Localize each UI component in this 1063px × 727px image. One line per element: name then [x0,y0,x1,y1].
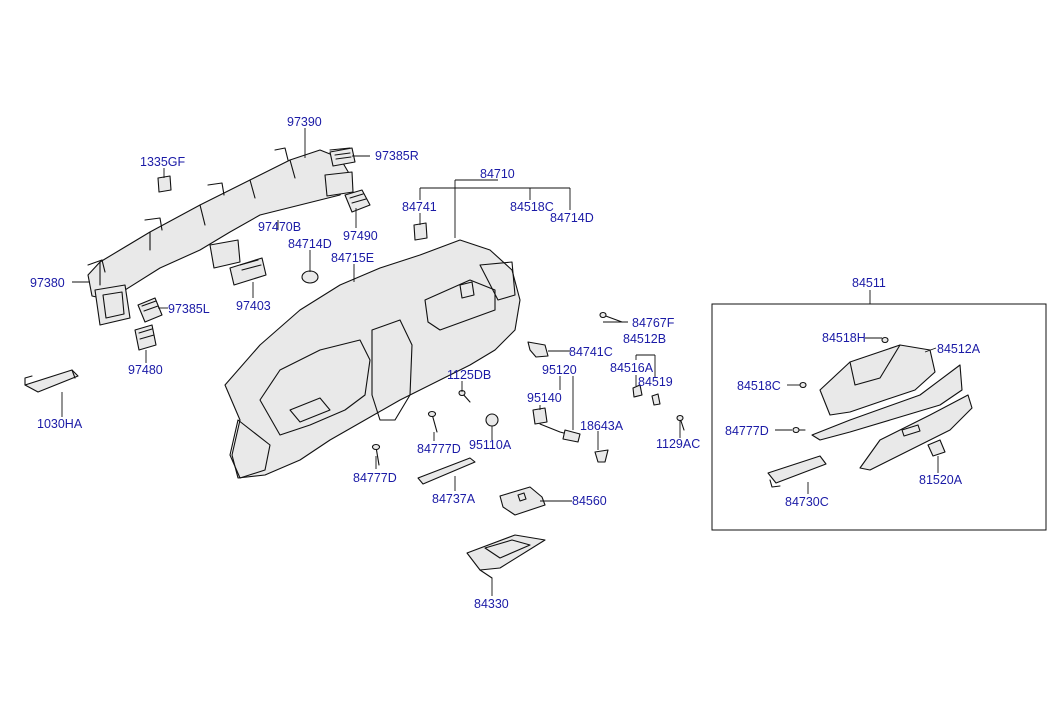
screw-84518h-drawing [881,336,889,344]
vent-97385l-drawing [137,297,163,323]
grommet-84714d-drawing [301,270,319,284]
bulb-18643a-drawing [594,449,609,463]
label-84516a: 84516A [610,361,654,375]
label-97403: 97403 [236,299,271,313]
label-97385r: 97385R [375,149,419,163]
label-84777d-left: 84777D [353,471,397,485]
bracket-84737a-drawing [417,457,476,485]
label-84518c-box: 84518C [737,379,781,393]
label-84777d-center: 84777D [417,442,461,456]
label-84519: 84519 [638,375,673,389]
label-97470b: 97470B [258,220,301,234]
label-84710: 84710 [480,167,515,181]
label-81520a: 81520A [919,473,963,487]
label-97385l: 97385L [168,302,210,316]
instrument-panel-drawing [224,239,521,479]
bracket-84741c-drawing [527,341,549,358]
glove-box-cover-drawing [859,394,973,471]
label-84511: 84511 [852,276,886,290]
label-84741: 84741 [402,200,437,214]
label-84518h: 84518H [822,331,866,345]
bolt-84777d-center-drawing [427,410,438,433]
part-labels: 97390 1335GF 97385R 84710 84741 84518C 8… [30,115,981,611]
parts-84516a-84519-drawing [632,384,661,406]
bracket-84730c-drawing [767,455,827,488]
clip-84741-drawing [413,222,428,241]
label-84715e: 84715E [331,251,374,265]
label-84730c: 84730C [785,495,829,509]
pad-81520a-drawing [927,439,946,457]
label-84741c: 84741C [569,345,613,359]
glove-box-drawing [811,344,963,441]
vent-97385r-drawing [329,147,356,167]
screw-1129ac-drawing [676,414,685,431]
label-18643a: 18643A [580,419,624,433]
label-84767f: 84767F [632,316,675,330]
label-95140: 95140 [527,391,562,405]
label-95110a: 95110A [469,438,512,452]
label-97480: 97480 [128,363,163,377]
harness-95120-drawing [532,407,581,443]
part-95110a-drawing [485,413,499,427]
vent-97490-drawing [344,189,371,213]
label-97380: 97380 [30,276,65,290]
label-84512a: 84512A [937,342,981,356]
label-1129ac: 1129AC [656,437,700,451]
label-84518c-top: 84518C [510,200,554,214]
bolt-84777d-left-drawing [371,443,381,466]
label-84512b: 84512B [623,332,666,346]
label-84777d-box: 84777D [725,424,769,438]
label-1335gf: 1335GF [140,155,186,169]
tray-84330-drawing [466,534,546,579]
bracket-84560-drawing [499,486,546,516]
label-1125db: 1125DB [447,368,491,382]
screw-84767f-drawing [599,311,623,323]
screw-84518c-box-drawing [799,381,807,389]
label-84560: 84560 [572,494,607,508]
label-95120: 95120 [542,363,577,377]
vent-97403-drawing [229,257,267,286]
bolt-1125db-drawing [458,389,471,403]
label-84737a: 84737A [432,492,476,506]
label-84714d-top: 84714D [550,211,594,225]
glove-box-group-frame [711,303,1047,531]
label-97490: 97490 [343,229,378,243]
clip-1335gf-drawing [157,175,172,193]
label-1030ha: 1030HA [37,417,83,431]
bolt-84777d-box-drawing [792,426,806,434]
label-97390: 97390 [287,115,322,129]
label-84714d: 84714D [288,237,332,251]
vent-97480-drawing [134,324,157,351]
bracket-1030ha-drawing [24,369,79,393]
label-84330: 84330 [474,597,509,611]
leader-lines [61,128,939,596]
